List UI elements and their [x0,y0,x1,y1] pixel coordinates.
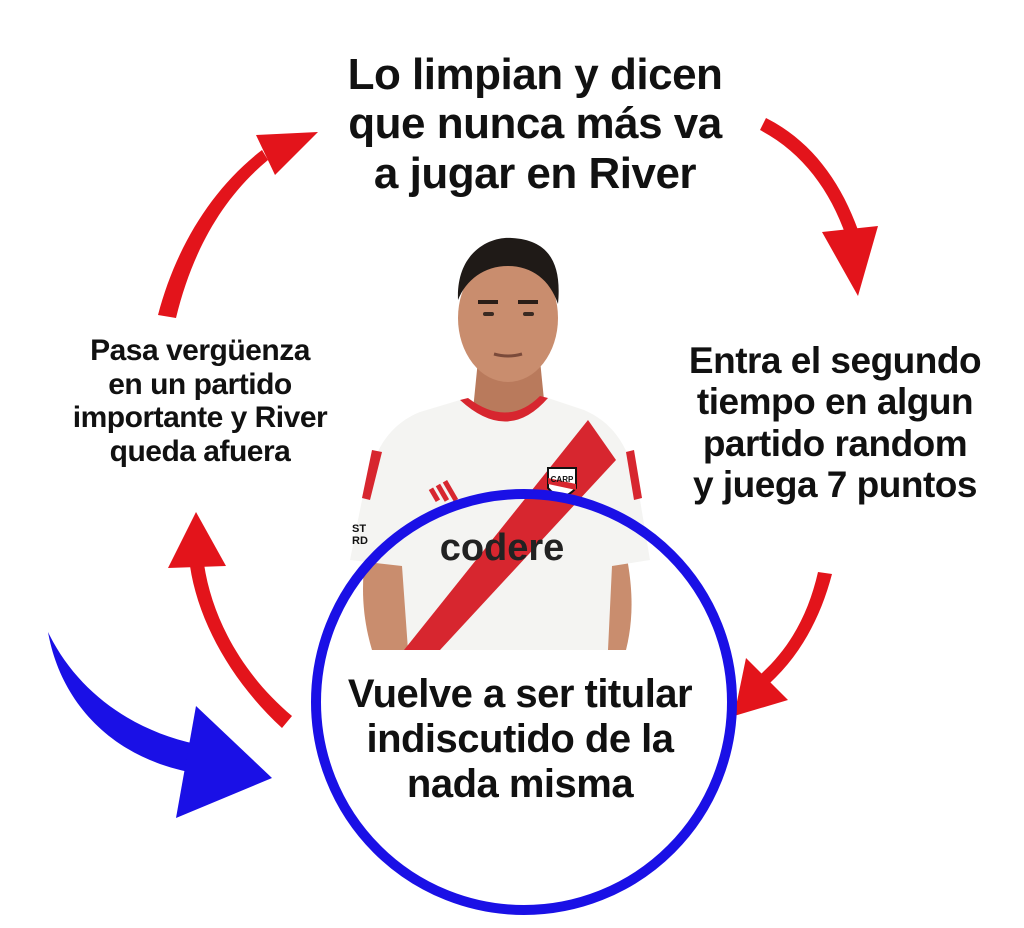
cycle-step-right: Entra el segundo tiempo en algun partido… [688,340,982,506]
curved-arrow-icon-top-right [760,118,878,296]
hair [457,237,559,304]
curved-arrow-icon-bottom-right [734,572,832,716]
curved-arrow-icon-top-left [158,132,318,318]
cycle-step-left: Pasa vergüenza en un partido importante … [72,334,328,468]
cycle-step-center: Vuelve a ser titular indiscutido de la n… [347,672,693,806]
swoosh-arrow-icon [48,632,272,818]
curved-arrow-icon-bottom-left [168,512,292,728]
crest-text: CARP [551,475,574,484]
jersey-sponsor: codere [440,527,565,569]
club-crest-icon: CARP [547,467,577,497]
face [458,254,558,382]
cycle-step-top: Lo limpian y dicen que nunca más va a ju… [347,50,723,198]
